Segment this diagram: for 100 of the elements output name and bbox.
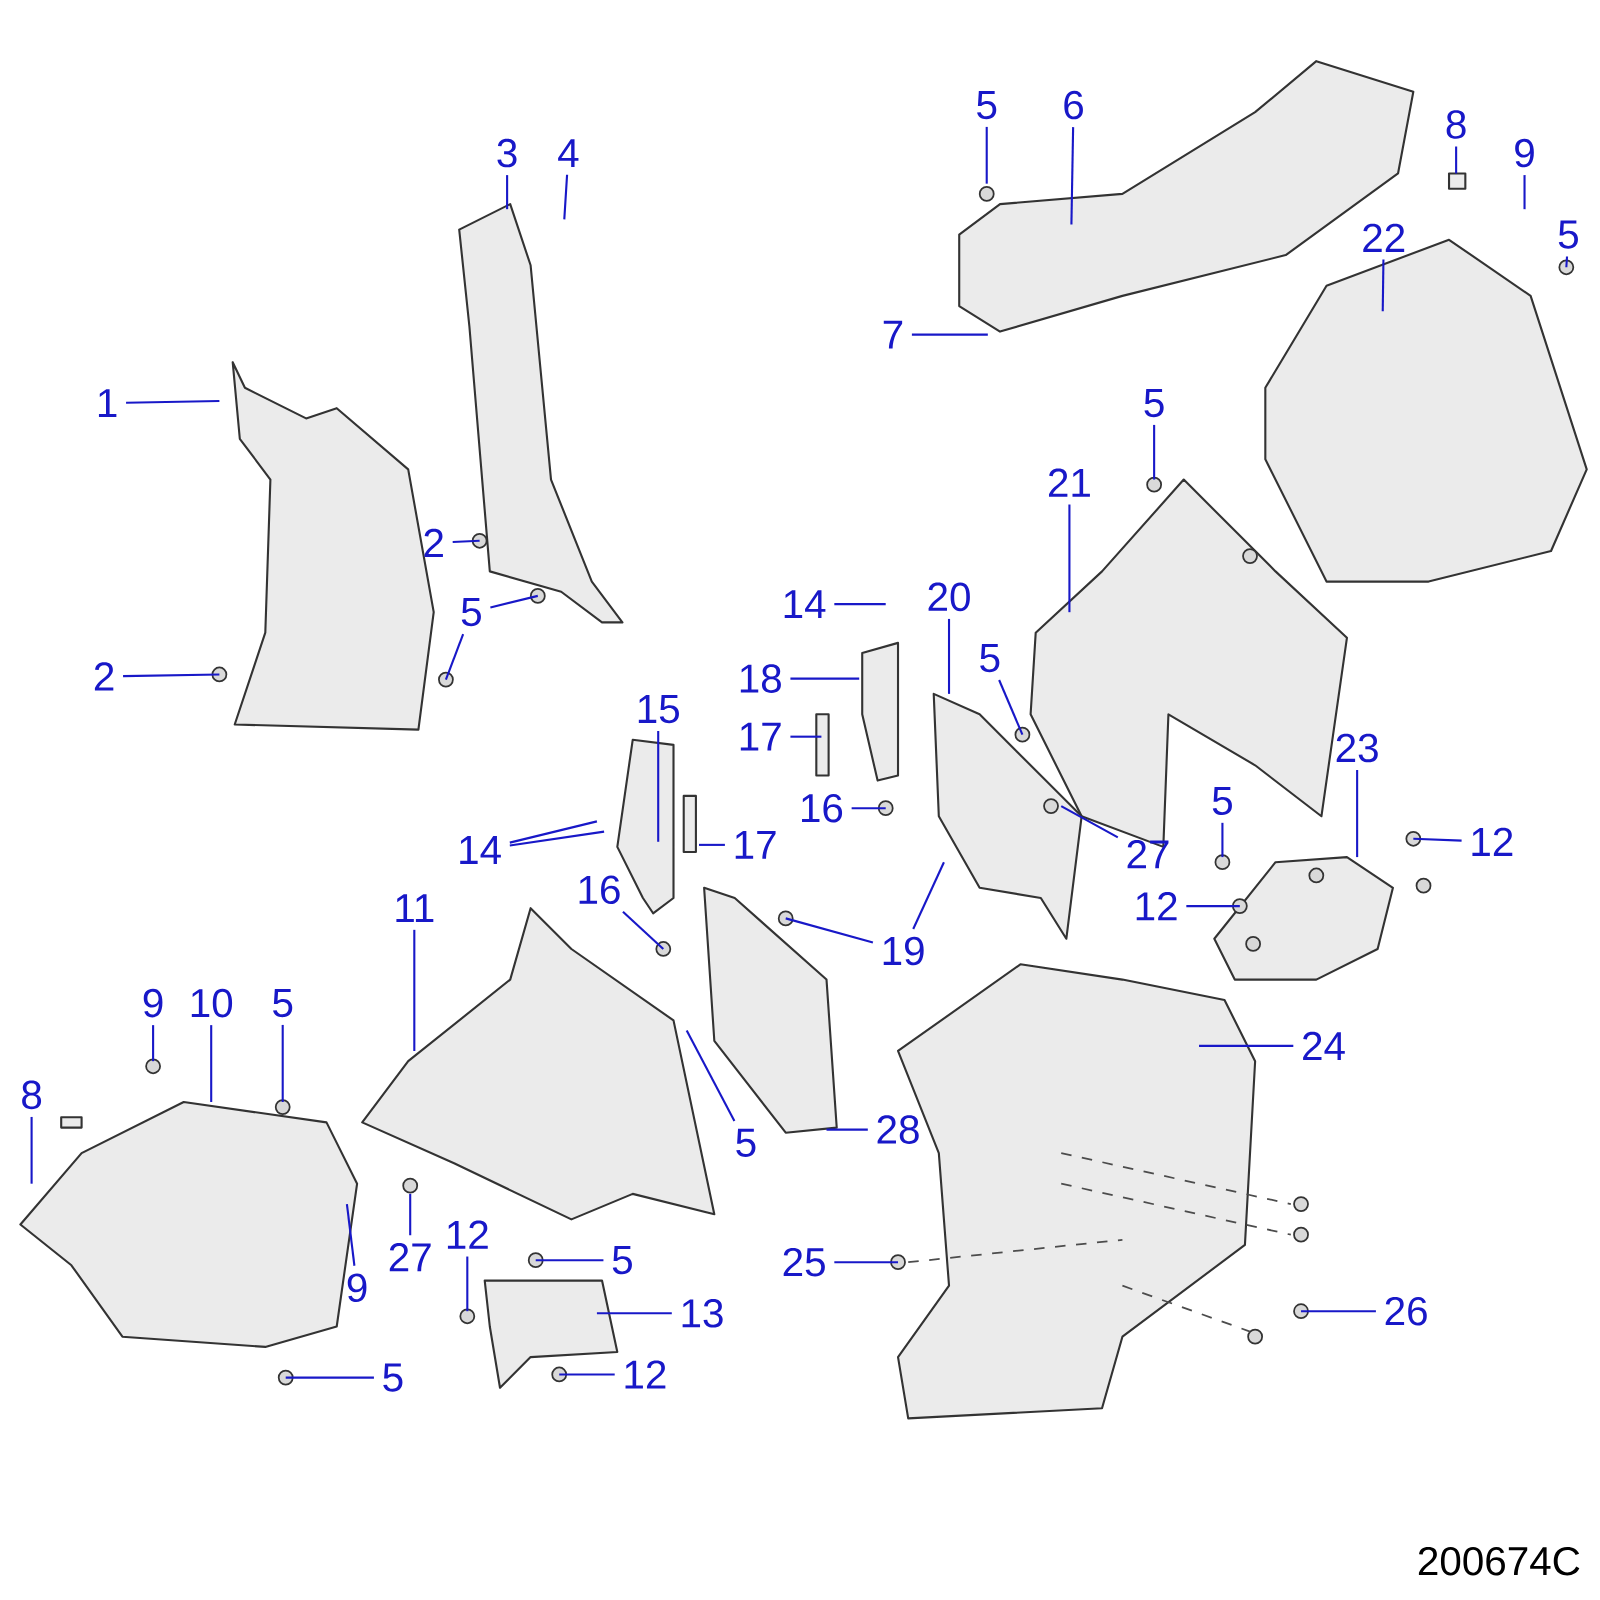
callout-number: 5 (461, 598, 481, 627)
leader-line (559, 1373, 615, 1376)
callout-number: 5 (736, 1128, 756, 1157)
leader-line (563, 174, 569, 220)
callout-number: 7 (883, 320, 903, 349)
callout-number: 13 (682, 1299, 723, 1328)
callout-number: 5 (1558, 220, 1578, 249)
callout-number: 5 (383, 1363, 403, 1392)
callout-number: 17 (740, 722, 781, 751)
callout-number: 21 (1049, 468, 1090, 497)
callout-number: 16 (802, 793, 843, 823)
leader-line (622, 911, 665, 950)
leader-line (509, 830, 605, 847)
callout-number: 8 (22, 1080, 42, 1110)
callout-number: 20 (928, 582, 970, 612)
leader-line (785, 917, 874, 944)
callout-number: 5 (1212, 786, 1232, 816)
leader-line (1413, 837, 1462, 842)
callout-number: 9 (1515, 138, 1534, 168)
callout-number: 19 (883, 936, 924, 966)
leader-line (490, 594, 539, 609)
leader-line (152, 1025, 155, 1062)
leader-line (912, 861, 945, 930)
leader-line (1565, 256, 1569, 268)
leader-line (985, 126, 988, 184)
leader-line (1356, 770, 1359, 858)
leader-line (535, 1259, 604, 1262)
callout-number: 16 (579, 875, 620, 905)
leader-line (509, 820, 598, 844)
callout-number: 9 (347, 1273, 367, 1303)
callout-number: 12 (1472, 827, 1513, 856)
callout-number: 17 (735, 831, 776, 859)
leader-line (1068, 504, 1071, 613)
callout-number: 2 (424, 528, 443, 557)
callout-number: 14 (460, 836, 501, 864)
leader-line (466, 1256, 469, 1312)
leader-line (851, 807, 886, 810)
leader-line (596, 1312, 672, 1315)
leader-line (1153, 424, 1156, 480)
callout-number: 27 (1127, 839, 1169, 869)
drawing-number: 200674C (1418, 1546, 1580, 1576)
leader-line (699, 843, 725, 846)
leader-line (126, 399, 220, 404)
leader-line (1186, 905, 1240, 908)
leader-line (998, 679, 1024, 736)
leader-line (834, 1261, 898, 1264)
callout-number: 5 (977, 91, 997, 120)
callout-number: 9 (143, 988, 163, 1018)
callout-number: 5 (273, 989, 293, 1018)
callout-number: 23 (1336, 733, 1378, 763)
callout-number: 24 (1303, 1031, 1345, 1060)
callout-number: 10 (191, 988, 233, 1018)
callout-number: 11 (396, 894, 434, 923)
leader-line (285, 1376, 374, 1379)
leader-line (210, 1025, 213, 1102)
leader-line (947, 618, 951, 694)
leader-line (506, 175, 509, 210)
leader-line (30, 1116, 33, 1184)
leader-line (911, 333, 988, 336)
leader-line (1301, 1310, 1376, 1313)
leader-line (123, 673, 220, 678)
leader-line (281, 1024, 284, 1102)
callout-number: 12 (1136, 892, 1177, 921)
leader-line (1060, 805, 1119, 839)
leader-line (409, 1193, 412, 1236)
callout-number: 14 (784, 590, 826, 618)
callout-number: 15 (638, 695, 679, 724)
callout-number: 18 (740, 664, 781, 693)
leader-line (444, 633, 465, 680)
callout-number: 5 (1144, 389, 1164, 418)
callout-number: 6 (1064, 90, 1083, 120)
callout-number: 12 (447, 1220, 488, 1249)
leader-line (345, 1203, 356, 1266)
leader-line (1381, 259, 1385, 312)
leader-line (657, 731, 660, 842)
leader-line (1455, 146, 1458, 174)
leader-line (790, 735, 822, 738)
callout-number: 3 (497, 138, 517, 168)
callout-number: 5 (980, 644, 1000, 673)
leader-line (1070, 127, 1075, 225)
callout-number: 27 (389, 1243, 431, 1272)
leader-line (826, 1128, 868, 1131)
callout-number: 12 (625, 1360, 666, 1389)
callout-number: 26 (1385, 1296, 1427, 1326)
callout-number: 5 (612, 1246, 632, 1275)
leader-line (452, 539, 480, 544)
leader-line (834, 603, 886, 606)
leader-line (790, 677, 860, 680)
callout-number: 2 (94, 662, 114, 691)
callout-number: 1 (98, 389, 117, 417)
leader-line (685, 1030, 736, 1122)
leader-line (1221, 822, 1224, 858)
callout-number: 22 (1363, 223, 1405, 252)
callout-number: 8 (1446, 110, 1466, 139)
callout-number: 28 (877, 1115, 919, 1144)
leader-line (1523, 175, 1526, 210)
callout-number: 4 (558, 139, 579, 167)
leader-line (413, 929, 416, 1051)
leader-line (1199, 1044, 1294, 1047)
callout-number: 25 (783, 1247, 825, 1277)
